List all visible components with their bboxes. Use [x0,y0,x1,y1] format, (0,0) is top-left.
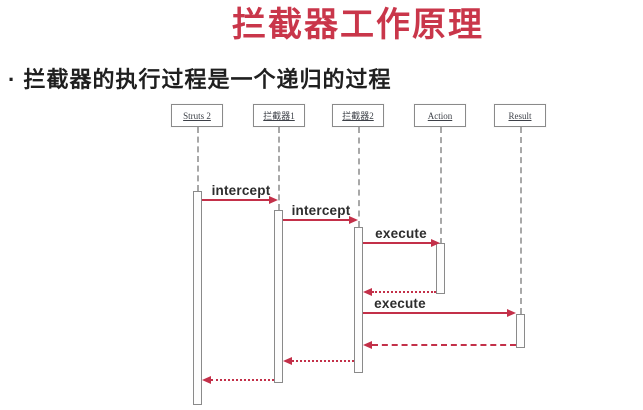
return-arrow-action-to-interceptor2 [363,287,436,297]
activation-interceptor2 [354,227,363,373]
actor-box-result: Result [494,104,546,127]
arrow-line [211,379,274,381]
arrowhead-right-icon [507,309,516,317]
message-label-execute-action: execute [375,226,427,241]
actor-label-interceptor1: 拦截器1 [263,111,295,121]
actor-label-struts2: Struts 2 [183,110,211,121]
arrow-line [202,199,269,201]
return-arrow-interceptor2-to-interceptor1 [283,356,354,366]
arrowhead-left-icon [363,288,372,296]
arrowhead-right-icon [269,196,278,204]
arrowhead-left-icon [363,341,372,349]
actor-label-interceptor2: 拦截器2 [342,111,374,121]
actor-label-action: Action [427,110,453,121]
message-label-intercept-1: intercept [211,183,271,198]
actor-label-result: Result [508,110,532,121]
message-label-execute-result: execute [374,296,426,311]
activation-action [436,243,445,294]
arrow-line [363,312,507,314]
activation-interceptor1 [274,210,283,383]
actor-box-interceptor2: 拦截器2 [332,104,384,127]
actor-box-action: Action [414,104,466,127]
lifeline-struts2 [197,127,199,191]
message-arrow-execute-result [363,308,516,318]
actor-box-interceptor1: 拦截器1 [253,104,305,127]
return-arrow-result-to-interceptor2 [363,340,516,350]
return-arrow-interceptor1-to-struts2 [202,375,274,385]
arrowhead-right-icon [349,216,358,224]
message-arrow-execute-action [363,238,440,248]
page-title: 拦截器工作原理 [232,6,484,44]
lifeline-interceptor1 [278,127,280,210]
arrowhead-right-icon [431,239,440,247]
arrow-line [283,219,349,221]
message-arrow-intercept-2 [283,215,358,225]
message-arrow-intercept-1 [202,195,278,205]
arrowhead-left-icon [283,357,292,365]
activation-struts2 [193,191,202,405]
lifeline-action [440,127,442,244]
activation-result [516,314,525,348]
lifeline-result [520,127,522,314]
arrow-line [292,360,354,362]
arrow-line [372,344,516,346]
slide-subtitle: · 拦截器的执行过程是一个递归的过程 [8,67,392,92]
arrow-line [363,242,431,244]
arrowhead-left-icon [202,376,211,384]
actor-box-struts2: Struts 2 [171,104,223,127]
lifeline-interceptor2 [358,127,360,227]
message-label-intercept-2: intercept [291,203,351,218]
arrow-line [372,291,436,293]
